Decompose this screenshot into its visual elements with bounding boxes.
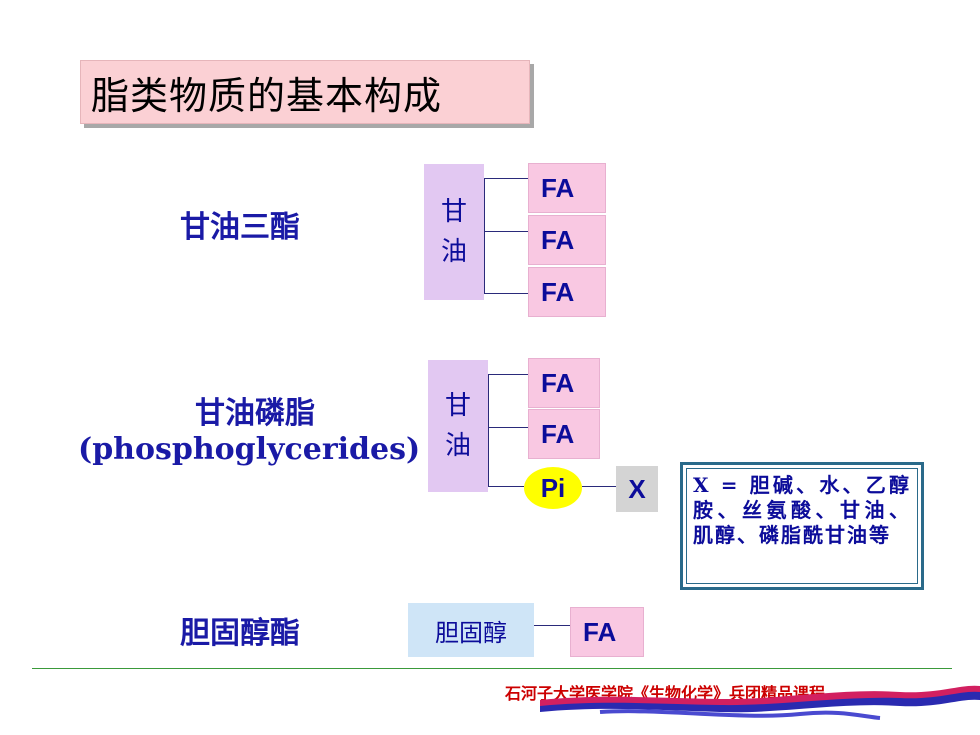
title-box: 脂类物质的基本构成: [80, 60, 530, 124]
page-title: 脂类物质的基本构成: [91, 73, 443, 118]
connector-line: [484, 178, 528, 179]
glycerol-char: 甘: [440, 197, 467, 227]
glycerol-char: 油: [440, 237, 467, 267]
fatty-acid-box: FA: [528, 409, 600, 459]
fatty-acid-box: FA: [570, 607, 644, 657]
cholesterol-box: 胆固醇: [408, 603, 534, 657]
triglyceride-label: 甘油三酯: [180, 210, 300, 245]
fatty-acid-box: FA: [528, 358, 600, 408]
x-definition-text: X = 胆碱、水、乙醇胺、丝氨酸、甘油、 肌醇、磷脂酰甘油等: [686, 468, 918, 584]
connector-line: [488, 427, 528, 428]
fatty-acid-box: FA: [528, 215, 606, 265]
triglyceride-bracket-line: [484, 178, 485, 294]
phospholipid-bracket-line: [488, 374, 489, 486]
x-definition-note: X = 胆碱、水、乙醇胺、丝氨酸、甘油、 肌醇、磷脂酰甘油等: [680, 462, 924, 590]
cholesterol-ester-label: 胆固醇酯: [180, 616, 300, 651]
triglyceride-glycerol-box: 甘 油: [424, 164, 484, 300]
x-group-box: X: [616, 466, 658, 512]
glycerol-char: 甘: [444, 391, 471, 421]
connector-line: [484, 293, 528, 294]
footer-rule: [32, 668, 952, 669]
phospholipid-glycerol-box: 甘 油: [428, 360, 488, 492]
glycerol-char: 油: [444, 431, 471, 461]
connector-line: [488, 374, 528, 375]
connector-line: [582, 486, 616, 487]
phosphate-circle: Pi: [524, 467, 582, 509]
fatty-acid-box: FA: [528, 267, 606, 317]
fatty-acid-box: FA: [528, 163, 606, 213]
footer-ribbon-decoration: [540, 685, 980, 720]
connector-line: [534, 625, 570, 626]
connector-line: [488, 486, 524, 487]
ribbon-red-shape: [540, 685, 980, 706]
phospholipid-label: 甘油磷脂: [195, 396, 315, 431]
connector-line: [484, 231, 528, 232]
phospholipid-english-label: (phosphoglycerides): [78, 432, 421, 467]
ribbon-wave: [599, 709, 881, 720]
